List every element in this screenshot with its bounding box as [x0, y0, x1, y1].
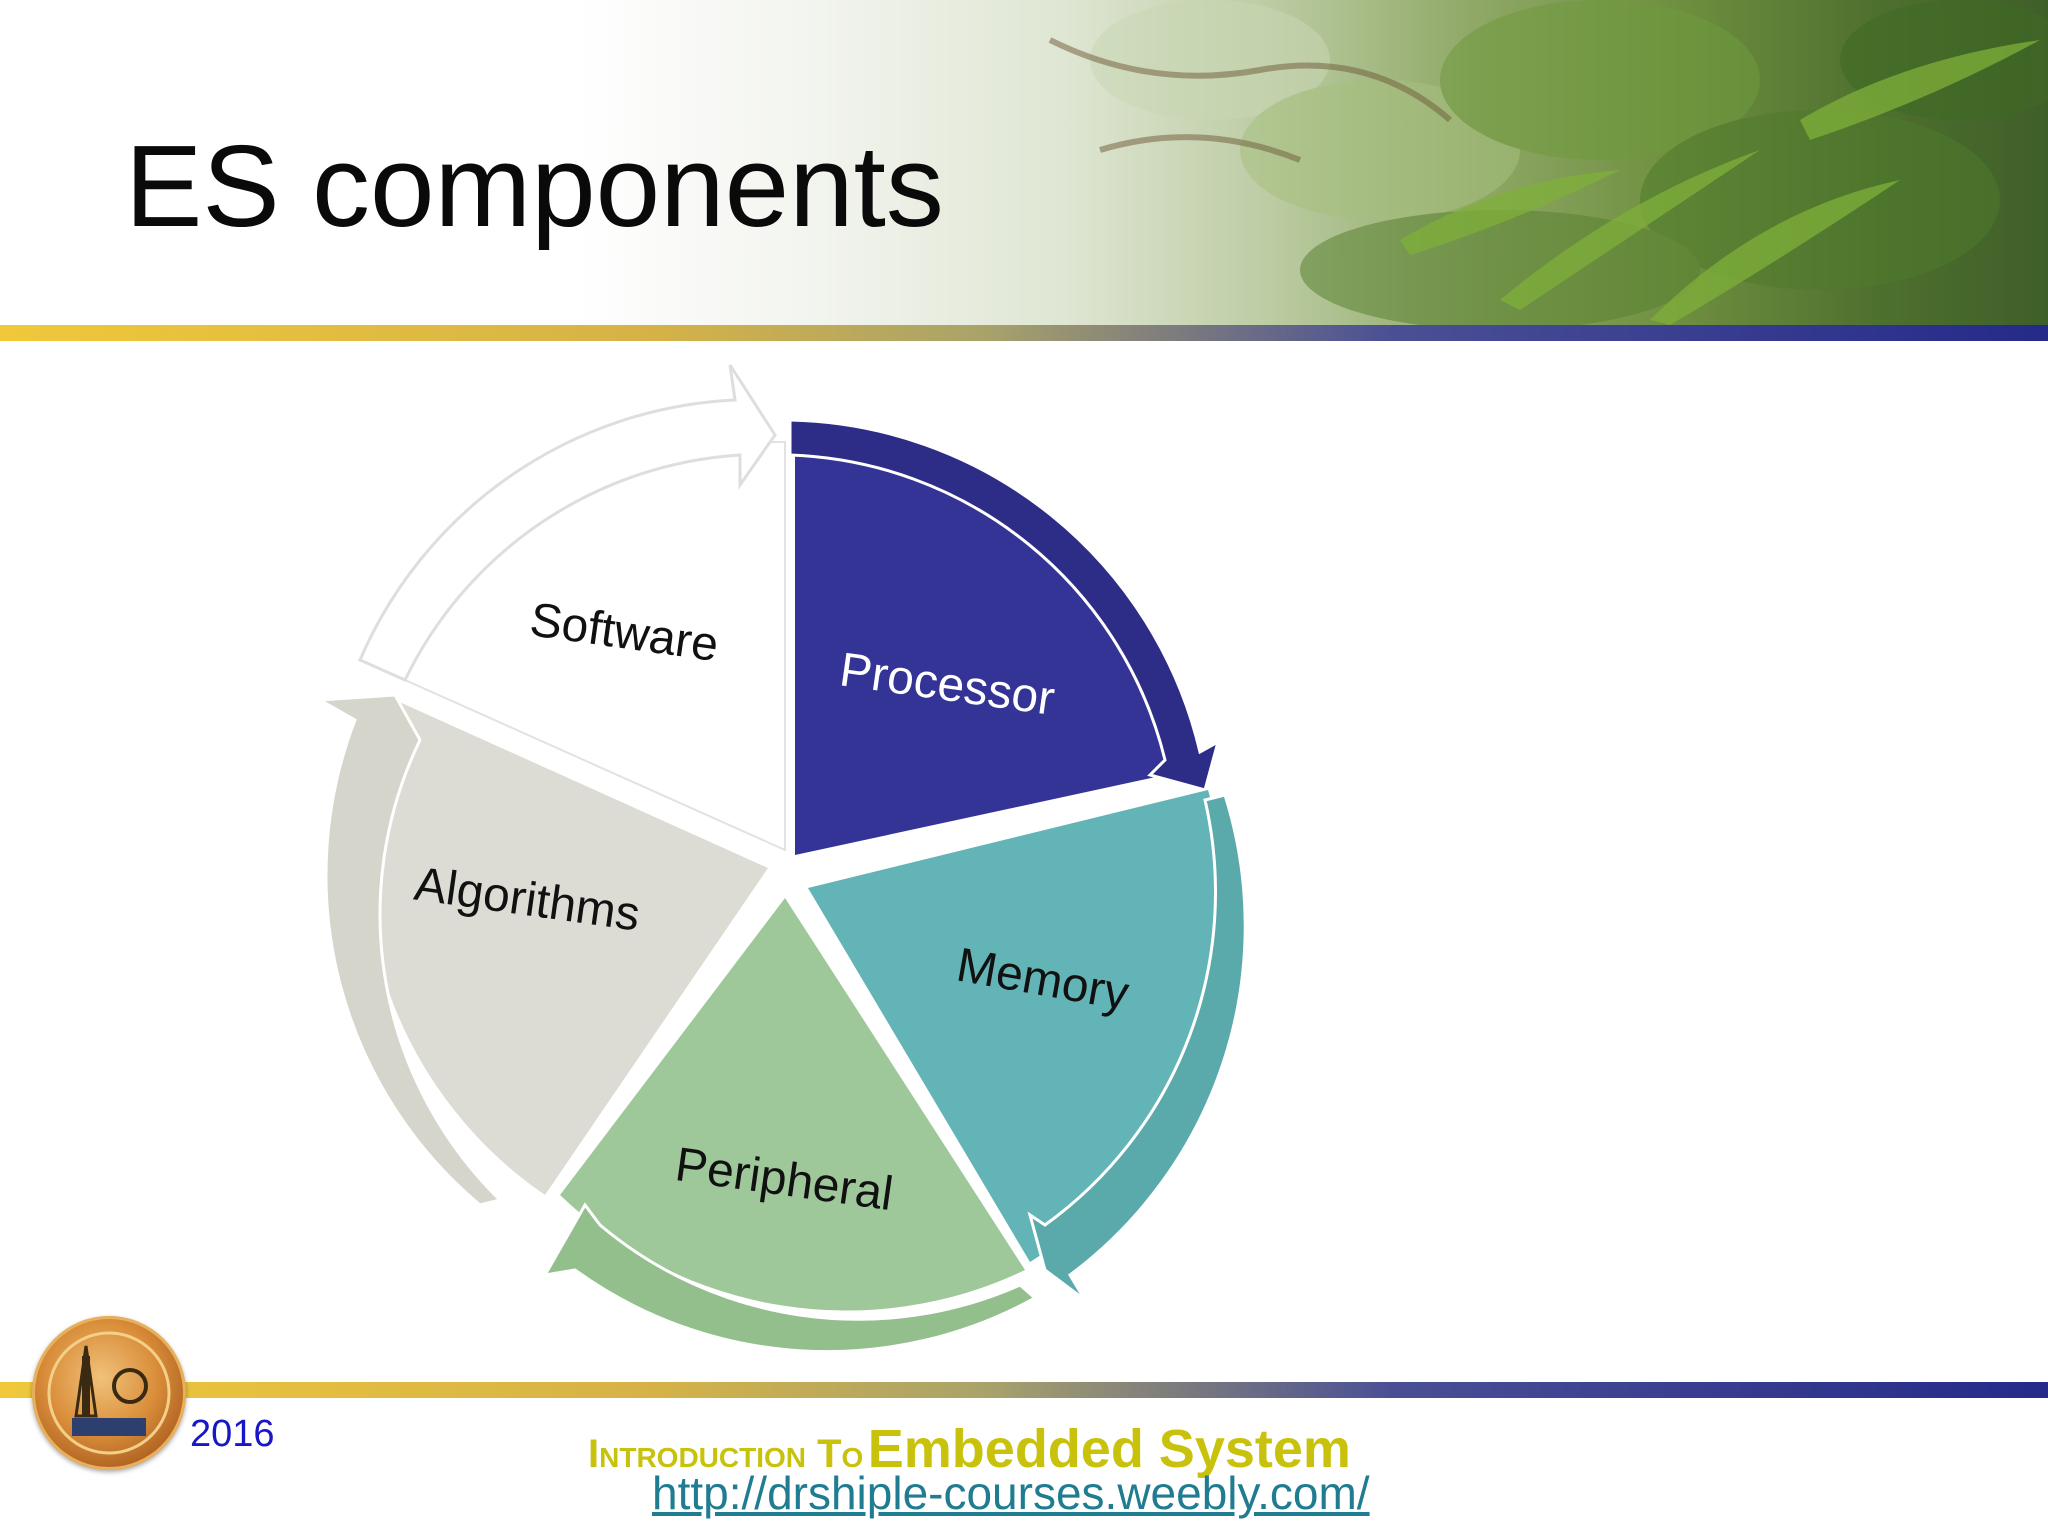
year-label: 2016: [190, 1413, 275, 1455]
course-title-main: Embedded System: [867, 1419, 1351, 1479]
course-title-intro: Introduction To: [588, 1432, 864, 1476]
segment-processor: Processor: [788, 418, 1221, 855]
segment-peripheral: Peripheral: [542, 898, 1038, 1354]
foliage-background: [1048, 0, 2048, 325]
segment-algorithms: Algorithms: [314, 693, 768, 1207]
segment-memory: Memory: [808, 790, 1247, 1302]
slide-title: ES components: [125, 121, 944, 251]
footer-divider: [0, 1382, 2048, 1398]
course-url-link[interactable]: http://drshiple-courses.weebly.com/: [652, 1467, 1370, 1519]
course-title: Introduction To Embedded System: [588, 1418, 1351, 1480]
header-banner: ES components: [0, 0, 2048, 325]
segment-software: Software: [358, 364, 786, 852]
nti-logo: [32, 1316, 186, 1470]
header-divider: [0, 325, 2048, 341]
nti-logo-emblem: [47, 1331, 171, 1455]
